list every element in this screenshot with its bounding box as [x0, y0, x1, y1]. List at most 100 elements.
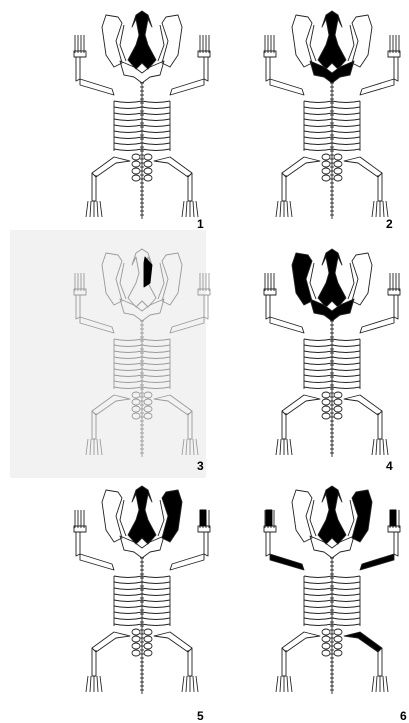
- skeleton-drawing: [230, 480, 409, 720]
- skeleton: [74, 249, 210, 457]
- skeleton-drawing: [230, 5, 409, 245]
- forearm-left: [266, 57, 270, 81]
- vertebral-column: [140, 558, 144, 694]
- skeleton-panel-3: [40, 243, 244, 483]
- skeleton-panel-6: [230, 480, 409, 720]
- hand-left: [74, 510, 86, 532]
- pectoral-girdle: [310, 299, 354, 321]
- femur-right: [344, 632, 382, 652]
- humerus-left: [270, 554, 304, 570]
- scapula-right: [162, 490, 182, 542]
- femur-right: [344, 157, 382, 177]
- foot-left: [86, 676, 102, 692]
- humerus-left: [80, 554, 114, 570]
- tibia-left: [282, 411, 286, 439]
- orbit-right: [158, 263, 164, 299]
- vertebral-column: [330, 321, 334, 457]
- panel-number-3: 3: [197, 460, 204, 472]
- tibia-right: [188, 411, 192, 439]
- pectoral-girdle: [120, 61, 164, 83]
- humerus-right: [170, 554, 204, 570]
- orbit-left: [120, 25, 126, 61]
- hand-right: [388, 35, 400, 57]
- forearm-right: [204, 295, 208, 319]
- hand-left: [74, 273, 86, 295]
- skeleton-drawing: [40, 480, 244, 720]
- scapula-left: [292, 15, 312, 67]
- skeleton-drawing: [230, 243, 409, 483]
- foot-right: [372, 676, 388, 692]
- vertebral-column: [140, 83, 144, 219]
- femur-left: [92, 632, 130, 652]
- foot-right: [182, 201, 198, 217]
- skeleton-panel-4: [230, 243, 409, 483]
- scapula-left: [102, 253, 122, 305]
- hand-left: [264, 35, 276, 57]
- femur-left: [282, 157, 320, 177]
- femur-left: [282, 395, 320, 415]
- skull: [318, 486, 346, 544]
- panel-number-5: 5: [197, 710, 204, 722]
- femur-right: [154, 157, 192, 177]
- hand-left: [264, 510, 276, 532]
- femur-left: [92, 395, 130, 415]
- foot-right: [372, 439, 388, 455]
- humerus-left: [270, 79, 304, 95]
- panel-number-1: 1: [197, 218, 204, 230]
- skeleton: [74, 11, 210, 219]
- humerus-right: [360, 79, 394, 95]
- skeleton-panel-1: [40, 5, 244, 245]
- humerus-left: [80, 317, 114, 333]
- orbit-left: [120, 263, 126, 299]
- pectoral-girdle: [120, 299, 164, 321]
- foot-left: [86, 439, 102, 455]
- scapula-left: [102, 15, 122, 67]
- skeleton-drawing: [40, 243, 244, 483]
- skull: [318, 11, 346, 69]
- scapula-right: [352, 15, 372, 67]
- hand-right: [388, 510, 400, 532]
- orbit-right: [348, 500, 354, 536]
- skull: [128, 486, 156, 544]
- scapula-right: [162, 15, 182, 67]
- forearm-right: [394, 295, 398, 319]
- orbit-right: [348, 25, 354, 61]
- skull: [128, 249, 156, 307]
- orbit-right: [158, 500, 164, 536]
- orbit-left: [310, 500, 316, 536]
- skeleton: [264, 11, 400, 219]
- forearm-left: [76, 532, 80, 556]
- tibia-right: [188, 648, 192, 676]
- tibia-right: [188, 173, 192, 201]
- forearm-left: [76, 295, 80, 319]
- forearm-left: [266, 295, 270, 319]
- forearm-right: [394, 57, 398, 81]
- orbit-right: [348, 263, 354, 299]
- foot-left: [276, 676, 292, 692]
- foot-left: [276, 439, 292, 455]
- humerus-left: [80, 79, 114, 95]
- foot-right: [182, 676, 198, 692]
- skeleton-drawing: [40, 5, 244, 245]
- tibia-right: [378, 173, 382, 201]
- pectoral-girdle: [310, 61, 354, 83]
- hand-right: [198, 510, 210, 532]
- tibia-left: [92, 648, 96, 676]
- hand-right: [198, 35, 210, 57]
- skull: [318, 249, 346, 307]
- hand-right: [388, 273, 400, 295]
- forearm-right: [204, 57, 208, 81]
- humerus-right: [170, 79, 204, 95]
- scapula-left: [292, 253, 312, 305]
- hand-left: [74, 35, 86, 57]
- vertebral-column: [330, 83, 334, 219]
- foot-left: [86, 201, 102, 217]
- orbit-right: [158, 25, 164, 61]
- femur-left: [282, 632, 320, 652]
- skeleton-panel-2: [230, 5, 409, 245]
- scapula-right: [352, 490, 372, 542]
- orbit-left: [310, 25, 316, 61]
- tibia-left: [92, 173, 96, 201]
- foot-left: [276, 201, 292, 217]
- scapula-left: [292, 490, 312, 542]
